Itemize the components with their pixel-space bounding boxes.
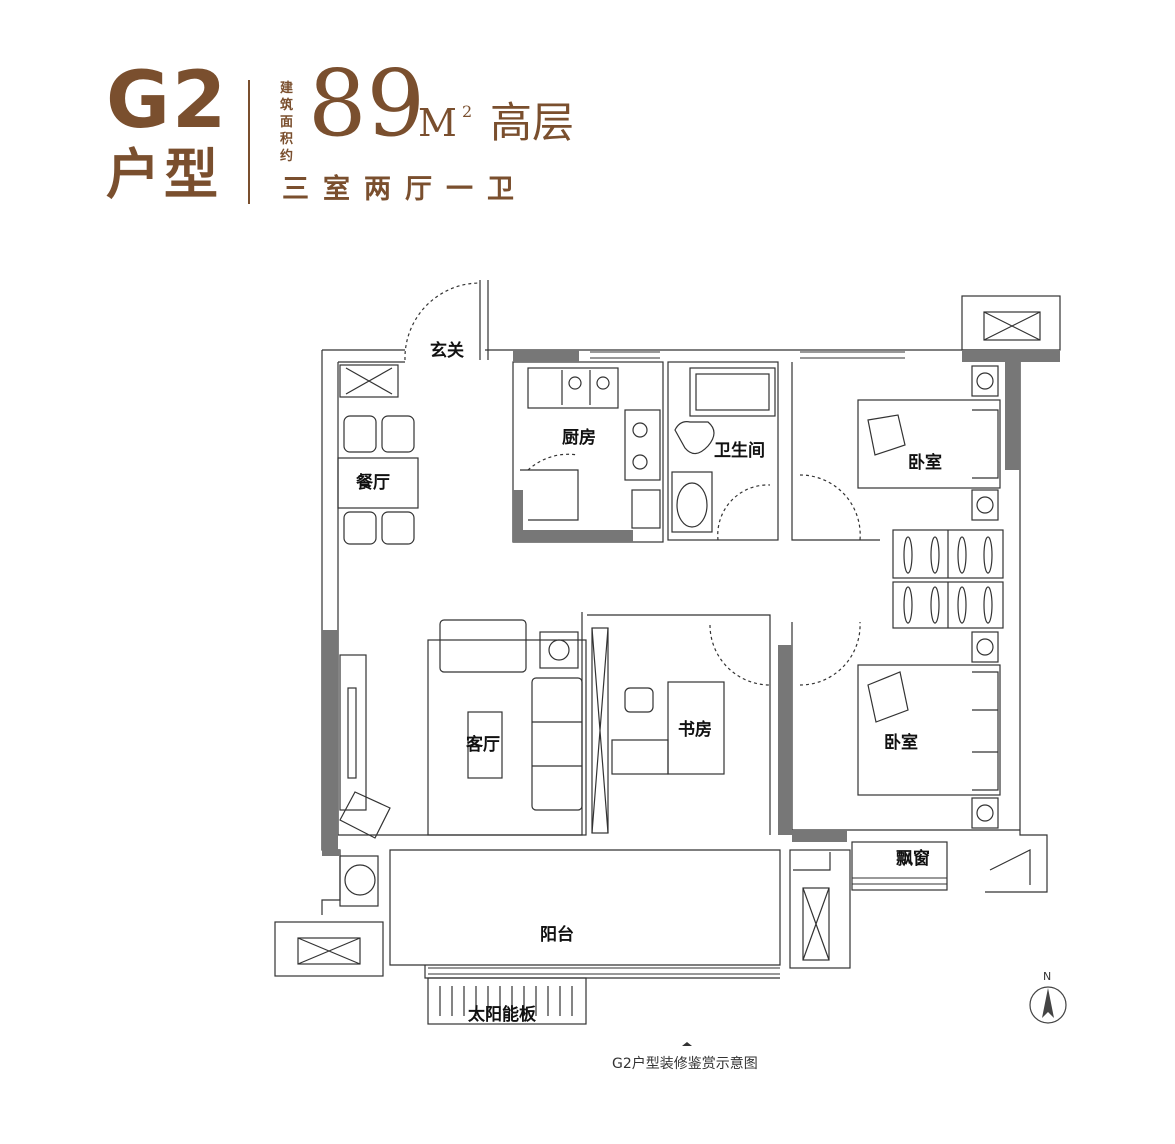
- area-value: 89: [308, 50, 426, 157]
- unit-code: G2: [106, 56, 229, 146]
- label-bathroom: 卫生间: [714, 440, 765, 461]
- room-layout: 三室两厅一卫: [282, 174, 528, 205]
- label-entrance: 玄关: [430, 340, 464, 361]
- compass-north-label: N: [1043, 970, 1051, 983]
- header-divider: [248, 80, 250, 204]
- label-bay-window: 飘窗: [896, 848, 930, 869]
- label-dining: 餐厅: [356, 472, 390, 493]
- label-bedroom-top: 卧室: [908, 452, 942, 473]
- area-unit-superscript: 2: [462, 102, 473, 121]
- area-unit: M: [418, 101, 457, 145]
- area-prefix: 建筑面积约: [280, 81, 294, 164]
- building-type: 高层: [490, 98, 575, 147]
- caption-marker-icon: [682, 1042, 692, 1046]
- label-balcony: 阳台: [540, 924, 574, 945]
- label-living: 客厅: [465, 734, 500, 755]
- label-kitchen: 厨房: [562, 427, 596, 448]
- unit-type-label: 户型: [106, 143, 222, 206]
- label-solar-panel: 太阳能板: [468, 1004, 537, 1025]
- label-study: 书房: [678, 719, 712, 740]
- plan-caption: G2户型装修鉴赏示意图: [612, 1056, 758, 1072]
- compass-icon: N: [1029, 970, 1067, 1024]
- label-bedroom-bottom: 卧室: [884, 732, 918, 753]
